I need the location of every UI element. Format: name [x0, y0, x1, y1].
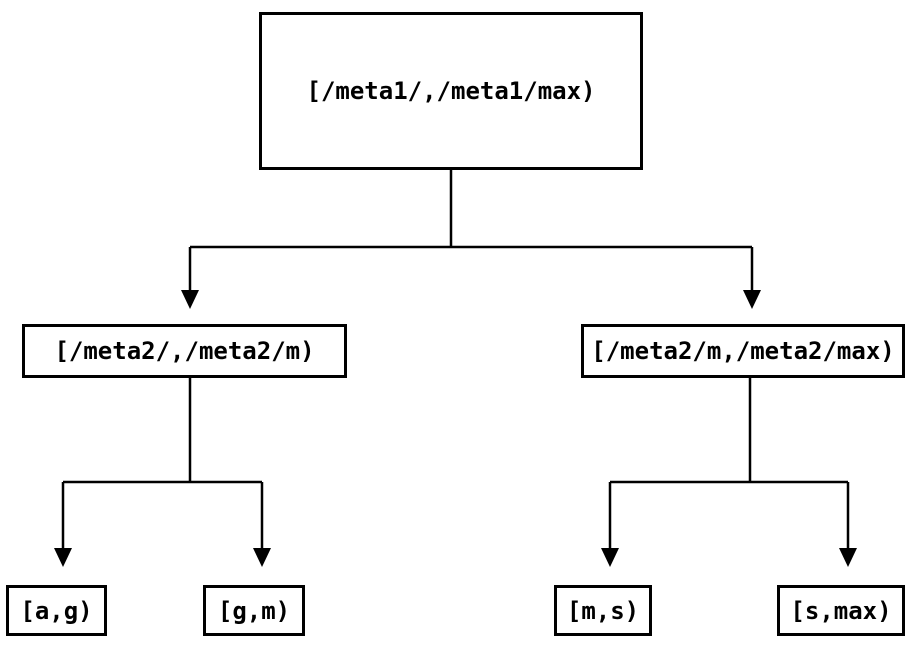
node-leaf-g-m-label: [g,m): [217, 596, 291, 625]
node-leaf-g-m: [g,m): [203, 585, 305, 636]
node-meta2-low-label: [/meta2/,/meta2/m): [54, 337, 315, 365]
node-root: [/meta1/,/meta1/max): [259, 12, 643, 170]
node-leaf-m-s: [m,s): [554, 585, 652, 636]
node-leaf-s-max-label: [s,max): [790, 596, 892, 625]
node-root-label: [/meta1/,/meta1/max): [306, 77, 596, 105]
node-meta2-high-label: [/meta2/m,/meta2/max): [591, 337, 895, 365]
arrowhead-meta2-high: [743, 290, 761, 309]
node-leaf-a-g: [a,g): [6, 585, 107, 636]
arrowhead-leaf-smax: [839, 548, 857, 567]
node-leaf-a-g-label: [a,g): [20, 596, 93, 625]
node-leaf-s-max: [s,max): [777, 585, 905, 636]
arrowhead-leaf-ag: [54, 548, 72, 567]
arrowhead-leaf-gm: [253, 548, 271, 567]
node-meta2-high: [/meta2/m,/meta2/max): [581, 324, 905, 378]
arrowhead-meta2-low: [181, 290, 199, 309]
node-meta2-low: [/meta2/,/meta2/m): [22, 324, 347, 378]
arrowhead-leaf-ms: [601, 548, 619, 567]
node-leaf-m-s-label: [m,s): [566, 596, 640, 625]
